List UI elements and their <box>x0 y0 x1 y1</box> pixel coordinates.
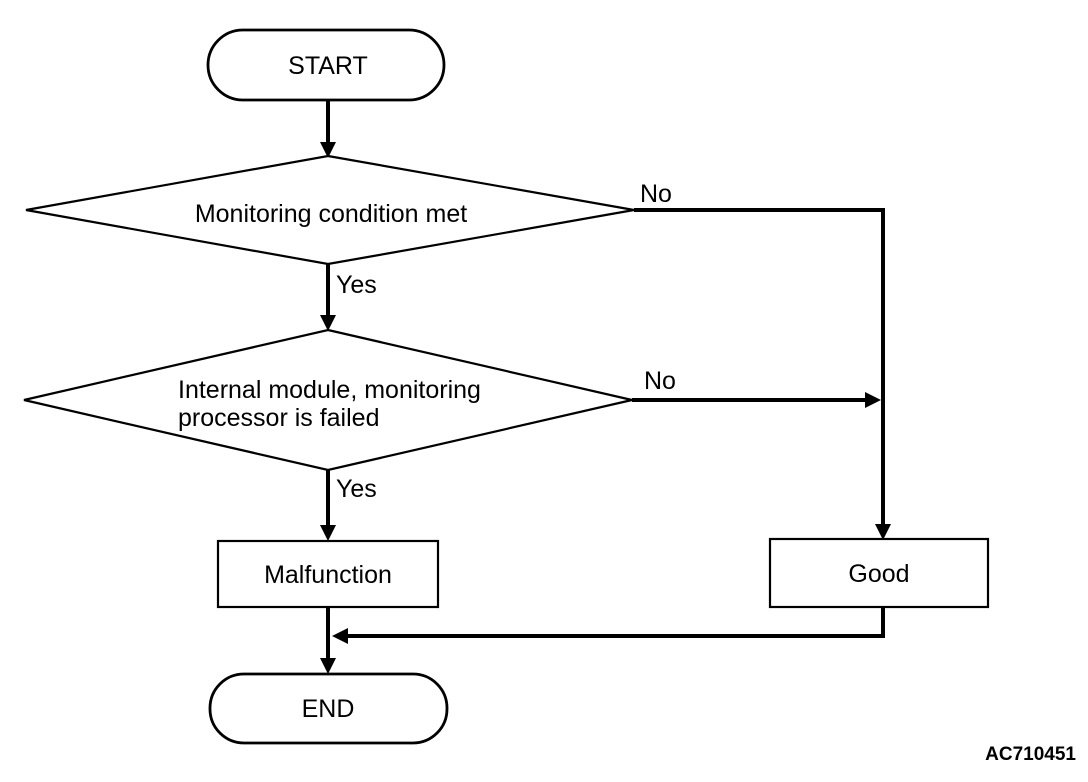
end-label: END <box>302 695 355 723</box>
edge-start-to-decision1 <box>320 100 336 158</box>
good-label: Good <box>848 560 909 588</box>
edge-label-no-2: No <box>644 367 676 395</box>
edge-decision1-yes-to-decision2 <box>320 264 336 331</box>
edge-label-yes-2: Yes <box>336 475 377 503</box>
edge-decision1-no-line <box>634 208 885 527</box>
decision2-diamond-shape <box>23 328 633 472</box>
node-end: END <box>208 672 449 745</box>
edge-decision1-no-to-good <box>634 208 891 540</box>
node-decision-monitoring-condition: Monitoring condition met <box>25 154 635 266</box>
node-good: Good <box>768 537 990 609</box>
decision2-label-line2: processor is failed <box>178 404 379 432</box>
arrow-left-icon <box>332 628 348 644</box>
edge-malfunction-to-end <box>320 607 336 674</box>
edge-decision2-no-to-good <box>632 392 881 408</box>
decision1-label: Monitoring condition met <box>195 200 467 228</box>
start-label: START <box>288 52 368 80</box>
node-start: START <box>206 28 446 102</box>
edge-good-to-end-line <box>347 607 885 638</box>
edge-label-yes-1: Yes <box>336 271 377 299</box>
arrow-down-icon <box>875 524 891 540</box>
node-malfunction: Malfunction <box>216 539 440 609</box>
malfunction-box-shape <box>216 539 440 609</box>
start-terminator-shape <box>206 28 446 102</box>
edge-label-no-1: No <box>640 180 672 208</box>
arrow-down-icon <box>320 315 336 331</box>
decision1-diamond-shape <box>25 154 635 266</box>
arrow-right-icon <box>865 392 881 408</box>
arrow-down-icon <box>320 142 336 158</box>
figure-code-label: AC710451 <box>985 744 1076 765</box>
malfunction-label: Malfunction <box>264 561 392 589</box>
edge-good-to-end <box>332 607 885 644</box>
good-box-shape <box>768 537 990 609</box>
arrow-down-icon <box>320 525 336 541</box>
node-decision-internal-module: Internal module, monitoring processor is… <box>23 328 633 472</box>
end-terminator-shape <box>208 672 449 745</box>
arrow-down-icon <box>320 658 336 674</box>
edge-decision2-yes-to-malfunction <box>320 470 336 541</box>
decision2-label-line1: Internal module, monitoring <box>178 376 481 404</box>
